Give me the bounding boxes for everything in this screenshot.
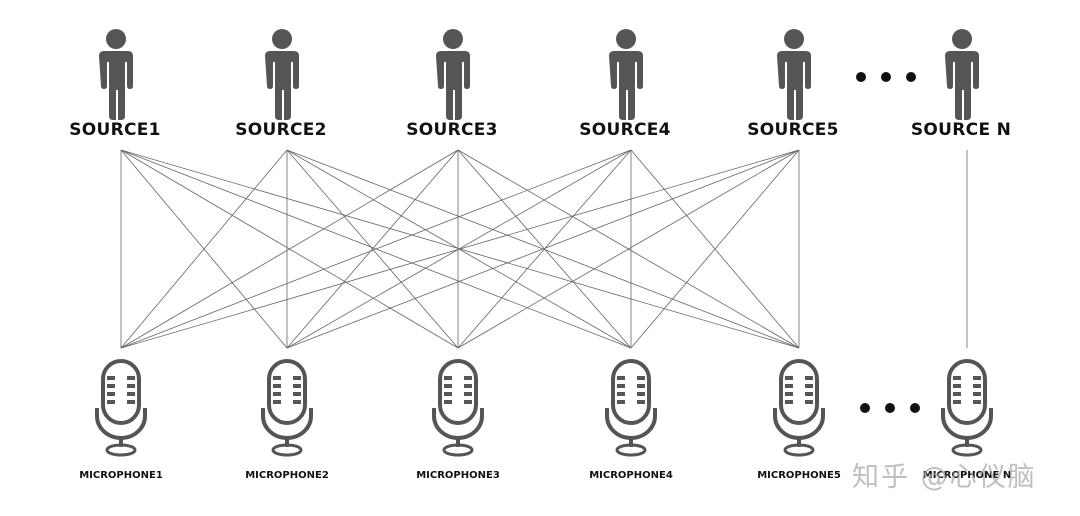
microphone-label: MICROPHONE3 [416,470,500,481]
source-label: SOURCE4 [579,120,671,140]
microphone-icon [95,359,147,457]
person-icon [436,29,470,120]
microphone-icon [261,359,313,457]
source-label: SOURCE2 [235,120,327,140]
microphone-icon [941,359,993,457]
connection-line [120,149,459,349]
connection-line [120,149,800,349]
source-label: SOURCE3 [406,120,498,140]
connection-line [286,149,459,349]
person-icon [609,29,643,120]
microphone-label: MICROPHONE2 [245,470,329,481]
ellipsis-dots-top [856,72,916,82]
ellipsis-dots-bottom [860,403,920,413]
person-icon [777,29,811,120]
microphone-label: MICROPHONE5 [757,470,841,481]
person-icon [99,29,133,120]
person-icon [945,29,979,120]
connection-line [457,149,800,349]
watermark: 知乎 @心仪脑 [852,462,1037,493]
connection-line [286,149,800,349]
microphone-label: MICROPHONE N [922,470,1012,481]
connection-line [120,149,288,349]
microphone-label: MICROPHONE4 [589,470,673,481]
person-icon [265,29,299,120]
connection-line [630,149,800,349]
microphone-icon [773,359,825,457]
source-label: SOURCE1 [69,120,161,140]
microphone-icon [605,359,657,457]
microphone-label: MICROPHONE1 [79,470,163,481]
source-label: SOURCE5 [747,120,839,140]
connection-line [457,149,632,349]
connection-line [120,149,632,349]
source-label: SOURCE N [910,120,1012,140]
microphone-icon [432,359,484,457]
connection-lines [120,149,968,349]
